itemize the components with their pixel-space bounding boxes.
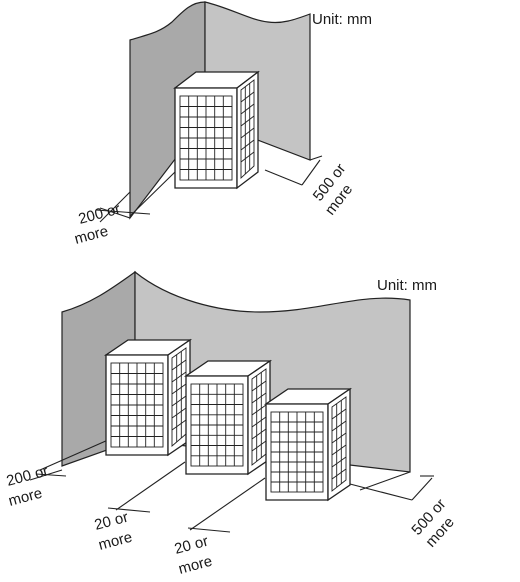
bottom-dim-back bbox=[349, 483, 413, 501]
bottom-dim-gap2 bbox=[189, 477, 266, 531]
top-dim-line-left2 bbox=[99, 191, 131, 223]
bottom-outdoor-unit-3 bbox=[263, 387, 353, 502]
top-arrow-back bbox=[309, 155, 323, 161]
bottom-arrow-gap2 bbox=[187, 527, 231, 533]
bottom-dim-left bbox=[39, 439, 109, 471]
bottom-diagram: Unit: mm 200 or more 20 or more 20 or mo… bbox=[5, 270, 458, 578]
top-arrow-left bbox=[95, 209, 151, 215]
top-outdoor-unit bbox=[173, 70, 260, 190]
bottom-arrow-left bbox=[35, 473, 67, 477]
top-left-clearance-line2: more bbox=[73, 223, 110, 248]
bottom-dim-back2 bbox=[411, 477, 433, 501]
bottom-dim-gap1 bbox=[115, 461, 186, 511]
top-floor-line bbox=[99, 207, 131, 219]
bottom-outdoor-unit-2 bbox=[183, 359, 273, 476]
bottom-outdoor-unit-1 bbox=[103, 338, 193, 457]
top-unit-label: Unit: mm bbox=[312, 11, 372, 28]
top-dim-line-back2 bbox=[301, 159, 321, 186]
top-dim-line-left bbox=[129, 171, 176, 217]
top-dim-line-back bbox=[264, 169, 303, 186]
top-diagram: Unit: mm 200 or more 500 or more bbox=[73, 1, 372, 248]
bottom-left-clearance-line1: 200 or bbox=[5, 462, 50, 489]
bottom-arrow-gap1 bbox=[107, 507, 151, 513]
bottom-floor-line bbox=[359, 471, 411, 491]
bottom-unit-label: Unit: mm bbox=[377, 277, 437, 294]
top-back-wall bbox=[129, 1, 206, 220]
